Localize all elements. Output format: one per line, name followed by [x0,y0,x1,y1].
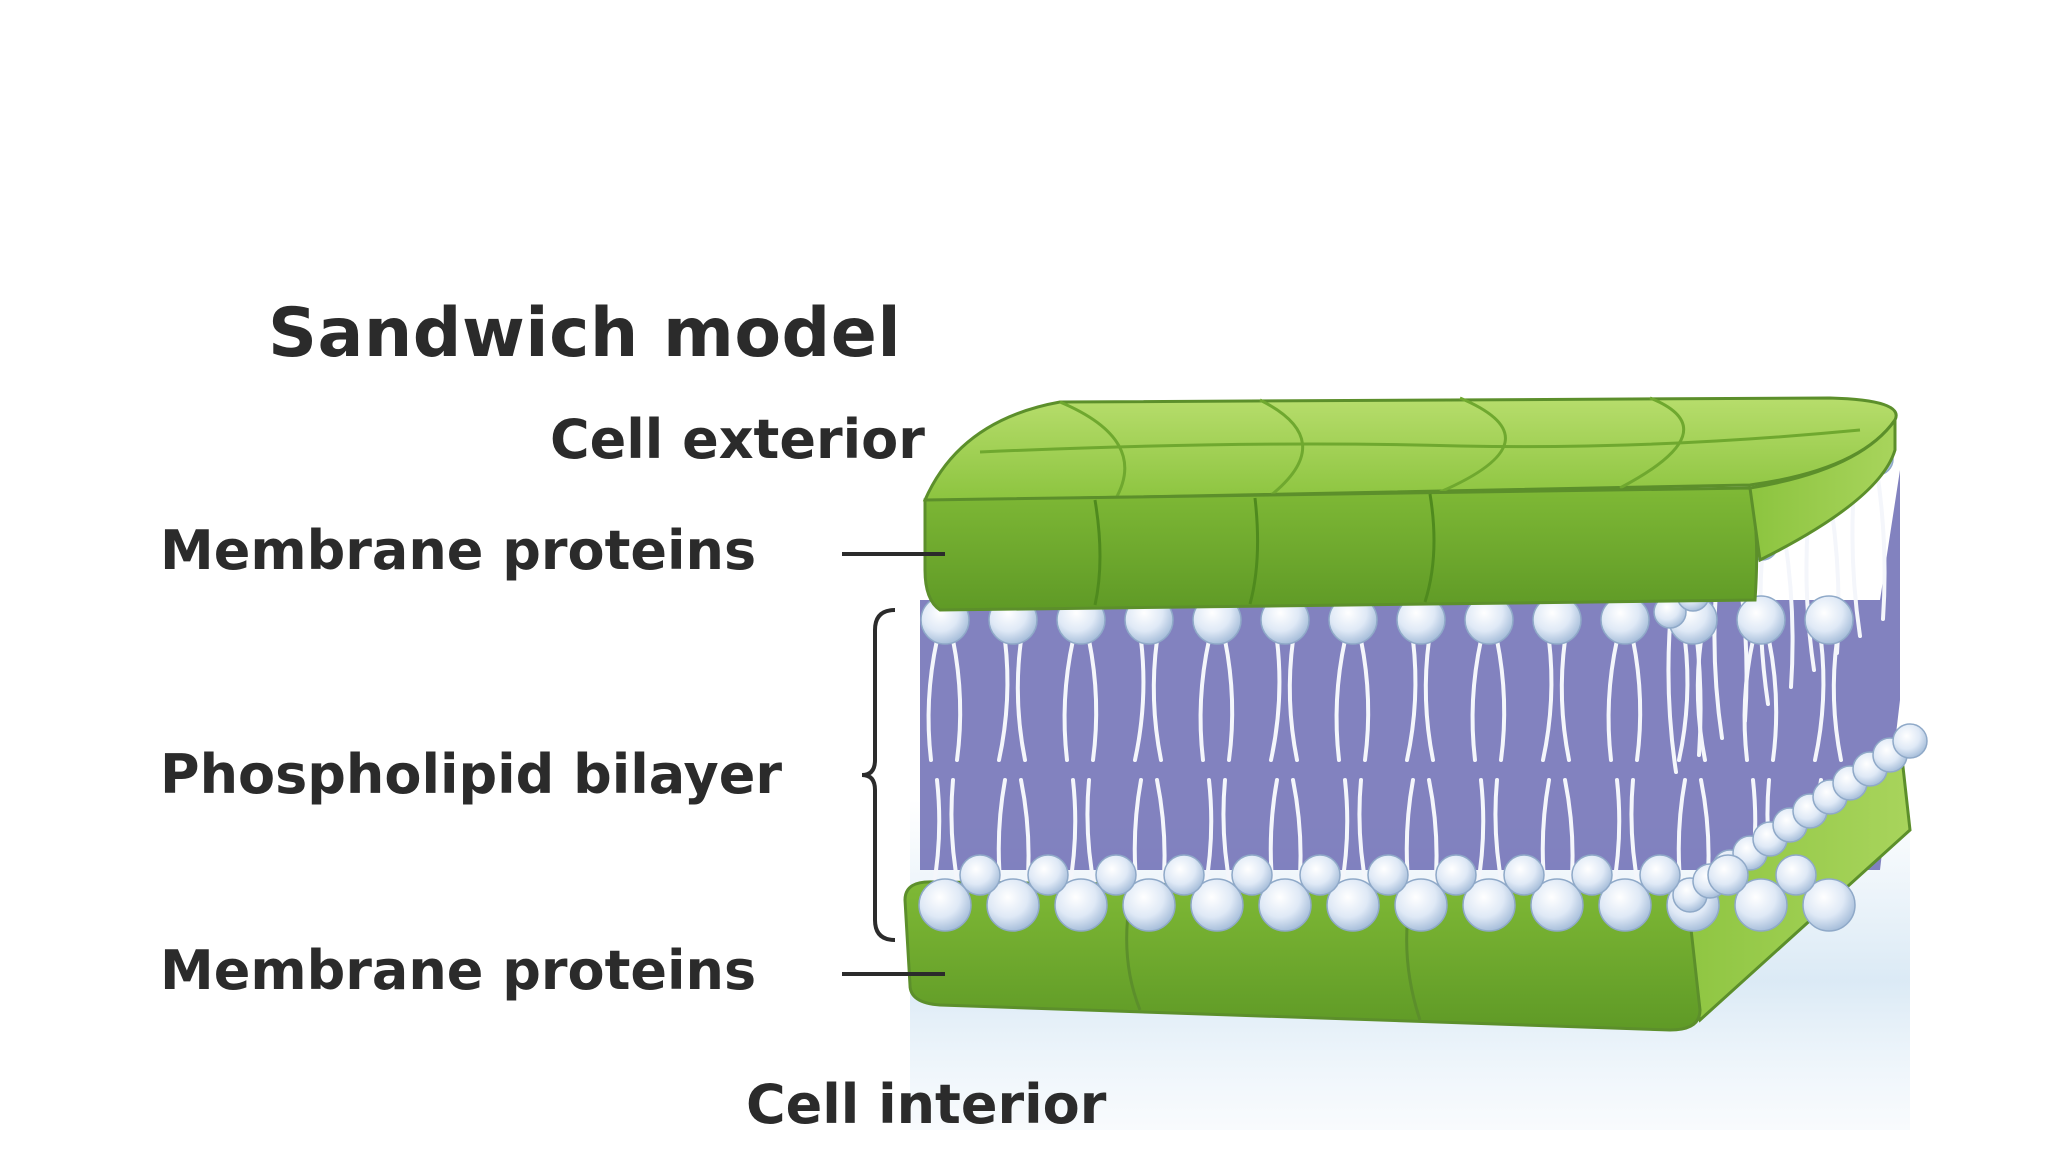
lipid-tail [1470,638,1483,762]
lipid-head [1462,878,1516,932]
lipid-tail [1269,638,1282,762]
lipid-tail [1203,778,1214,892]
lipid-tail [1423,638,1435,762]
lipid-tail [1334,638,1347,762]
lipid-tail [1359,638,1371,762]
lipid-tail [1015,638,1027,762]
top-protein-front [923,486,1759,612]
lipid-tail [1151,638,1163,762]
lipid-head [1571,854,1613,896]
lipid-head [1027,854,1069,896]
lipid-tail [1783,537,1795,689]
lipid-tail [949,778,961,892]
bilayer-bracket [861,608,896,942]
label-cell-interior: Cell interior [746,1073,1107,1136]
lipid-head [1122,878,1176,932]
lipid-head [959,854,1001,896]
lipid-tail [1629,778,1641,892]
diagram-title: Sandwich model [268,294,902,373]
lipid-tail [1087,638,1099,762]
lipid-tail [931,778,942,892]
lipid-head [1435,854,1477,896]
lipid-tails [926,469,1887,892]
lipid-tail [1198,638,1211,762]
lipid-tail [1067,778,1078,892]
lipid-tail [951,638,963,762]
lipid-head [1892,723,1928,759]
lipid-tail [1287,638,1299,762]
lipid-tail [926,638,939,762]
lipid-tail [1493,778,1505,892]
lipid-tail [1495,638,1507,762]
lipid-head [1802,878,1856,932]
lipid-tail [1221,778,1233,892]
lipid-head [1326,878,1380,932]
lipid-tail [1133,638,1146,762]
lipid-tail [1541,638,1554,762]
lipid-head [1707,854,1749,896]
label-membrane-proteins-bottom: Membrane proteins [160,939,757,1002]
lipid-head [1231,854,1273,896]
lipid-tail [1606,638,1619,762]
lipid-head [1190,878,1244,932]
lipid-head [1367,854,1409,896]
lipid-head [986,878,1040,932]
lipid-tail [1405,638,1418,762]
lipid-tail [1631,638,1643,762]
lipid-tail [1712,588,1724,740]
lipid-tail [1767,638,1779,762]
lipid-tail [1611,778,1622,892]
label-cell-exterior: Cell exterior [550,408,925,471]
lipid-head [1736,595,1786,645]
lipid-tail [1339,778,1350,892]
label-membrane-proteins-top: Membrane proteins [160,519,757,582]
lipid-tail [1062,638,1075,762]
lipid-head [1258,878,1312,932]
lipid-tail [1085,778,1097,892]
lipid-tail [1666,622,1678,774]
lipid-head [918,878,972,932]
lipid-tail [1677,638,1690,762]
lipid-head [1639,854,1681,896]
lipid-head [1503,854,1545,896]
lipid-tail [1804,520,1816,672]
lipid-tail [1813,638,1826,762]
membrane-proteins-top-layer [922,396,1898,612]
lipid-head [1163,854,1205,896]
lipid-tail [1850,486,1862,638]
lipid-head [1394,878,1448,932]
lipid-tail [1223,638,1235,762]
lipid-tail [997,638,1010,762]
lipid-tail [1357,778,1369,892]
lipid-head [1598,878,1652,932]
lipid-head [1734,878,1788,932]
bilayer-core [920,470,1900,870]
lipid-head [1530,878,1584,932]
label-leaders [842,552,945,976]
lipid-head [1299,854,1341,896]
lipid-head [1775,854,1817,896]
lipid-tail [1475,778,1486,892]
top-protein-side [1748,415,1897,563]
lipid-tail [1559,638,1571,762]
lipid-tail [1875,469,1887,621]
lipid-head [1804,595,1854,645]
label-phospholipid-bilayer: Phospholipid bilayer [160,743,783,806]
lipid-head [1095,854,1137,896]
lipid-head [1054,878,1108,932]
